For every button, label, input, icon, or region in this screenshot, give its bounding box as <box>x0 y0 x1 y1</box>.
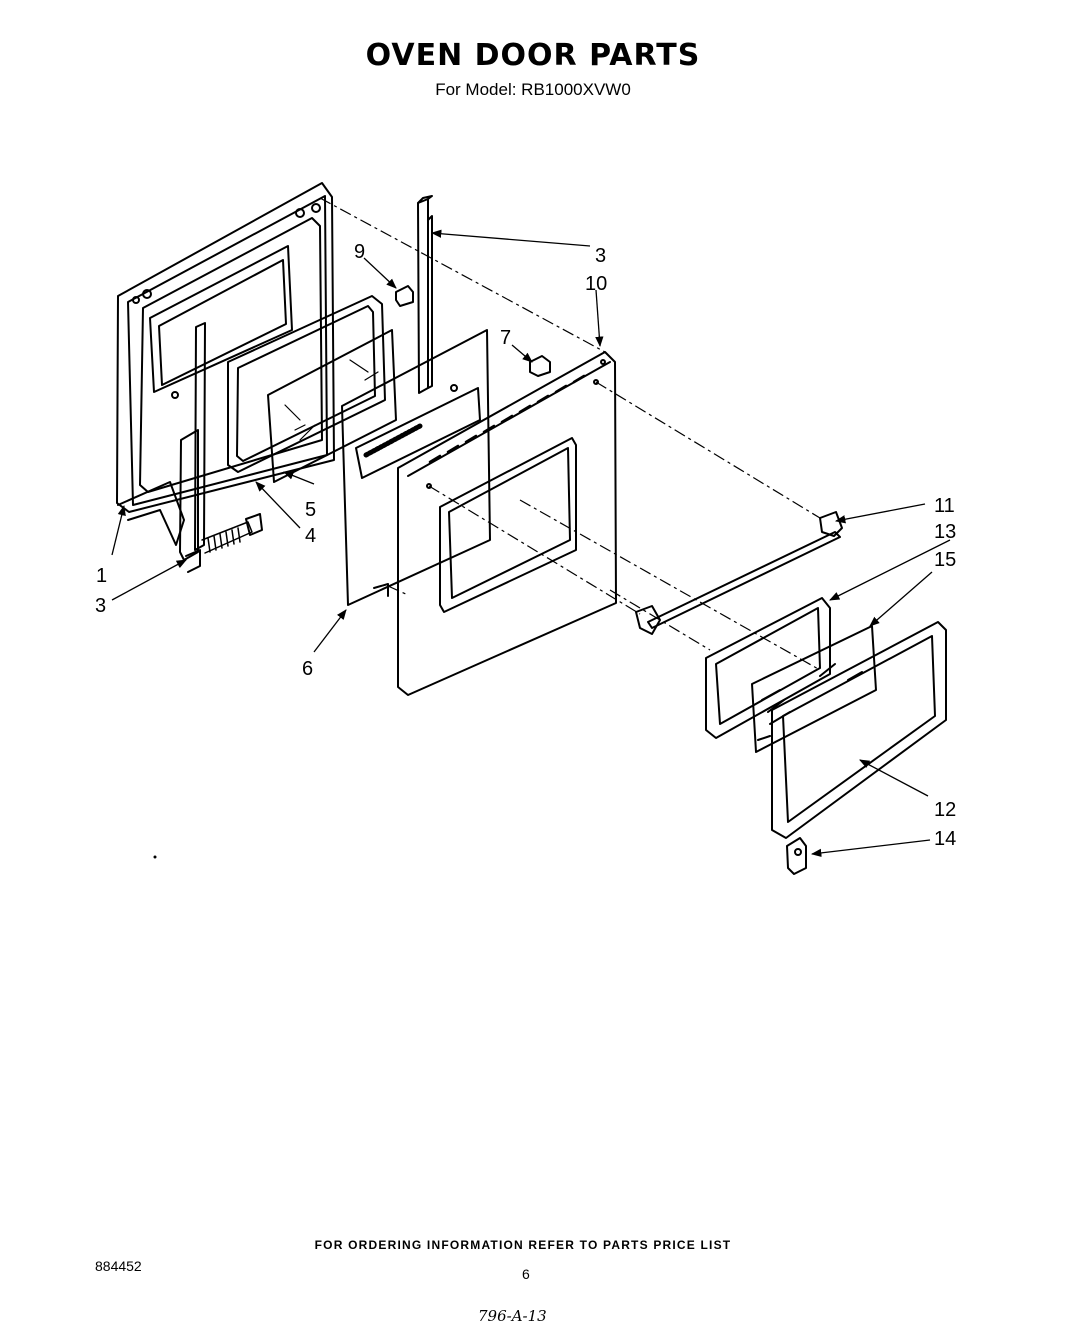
callout-4: 4 <box>305 525 316 547</box>
part-bracket-7 <box>529 355 551 377</box>
part-outer-gasket <box>705 597 831 739</box>
part-door-liner <box>116 182 335 546</box>
callout-3-left: 3 <box>95 595 106 617</box>
callout-15: 15 <box>934 549 956 571</box>
callout-13: 13 <box>934 521 956 543</box>
assembly-lines <box>319 197 821 671</box>
callout-9: 9 <box>354 241 365 263</box>
callout-11: 11 <box>934 495 955 517</box>
part-outer-glass <box>751 625 877 753</box>
callout-6: 6 <box>302 658 313 680</box>
callout-5: 5 <box>305 499 316 521</box>
page-number: 6 <box>522 1266 530 1282</box>
callout-10: 10 <box>585 273 607 295</box>
callout-labels: 3 10 9 7 11 13 15 12 14 1 3 4 5 6 <box>95 241 956 850</box>
callout-1: 1 <box>96 565 107 587</box>
callout-3-top: 3 <box>595 245 606 267</box>
ordering-note: FOR ORDERING INFORMATION REFER TO PARTS … <box>314 1238 732 1252</box>
part-insulation-panel <box>341 329 491 606</box>
part-bracket-9 <box>395 285 414 307</box>
part-support-rod <box>635 511 843 635</box>
part-outer-door <box>397 351 617 696</box>
document-number: 884452 <box>95 1258 142 1274</box>
callout-12: 12 <box>934 799 956 821</box>
part-hinge-right <box>417 195 433 394</box>
callout-7: 7 <box>500 327 511 349</box>
callout-14: 14 <box>934 828 956 850</box>
page-title: OVEN DOOR PARTS <box>365 38 701 73</box>
part-hinge-left <box>179 322 263 573</box>
part-trim-frame <box>771 621 947 839</box>
stray-dot <box>153 855 157 859</box>
part-window-gasket <box>227 295 386 473</box>
handwritten-code: 796-A-13 <box>478 1307 547 1325</box>
part-inner-glass <box>267 329 397 483</box>
part-clip <box>786 837 807 875</box>
model-subtitle: For Model: RB1000XVW0 <box>435 80 631 99</box>
leader-lines <box>111 229 951 858</box>
